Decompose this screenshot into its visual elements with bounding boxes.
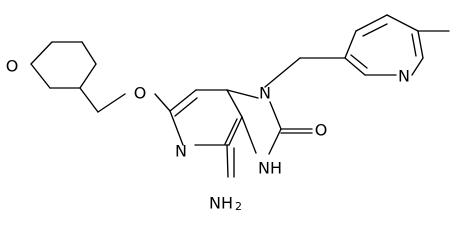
bond <box>362 23 388 37</box>
amino-subscript-label: 2 <box>235 200 242 213</box>
ring-nh-label: NH <box>258 159 282 178</box>
bond <box>344 30 357 59</box>
bond <box>97 93 126 113</box>
bond <box>268 128 282 155</box>
ether-oxygen-label: O <box>134 84 147 103</box>
bond <box>269 101 282 130</box>
bond <box>411 57 424 76</box>
bond <box>411 33 417 57</box>
bond <box>79 63 97 89</box>
chemical-structure-diagram: O O N N NH O NH 2 N <box>5 14 450 214</box>
bond <box>241 116 257 154</box>
bond <box>344 57 366 76</box>
bond <box>30 41 53 65</box>
carbonyl-oxygen-label: O <box>315 121 328 140</box>
methylpyridine-nitrogen-label: N <box>398 67 410 86</box>
pyridine-nitrogen-label: N <box>175 142 187 161</box>
bond <box>228 116 243 146</box>
bond <box>226 144 229 178</box>
amino-group-label: NH <box>209 194 233 213</box>
bond <box>154 93 171 112</box>
atom-label-layer: O O N N NH O NH 2 N <box>6 57 410 214</box>
bond <box>355 14 388 32</box>
bond <box>169 89 197 112</box>
bond <box>226 89 243 118</box>
bond <box>174 97 198 117</box>
ring-nitrogen-label: N <box>259 84 271 103</box>
molecule-svg: O O N N NH O NH 2 N <box>6 14 450 214</box>
bond <box>417 30 424 59</box>
bond <box>350 54 368 69</box>
bond <box>264 57 301 88</box>
bond <box>30 63 51 89</box>
pyran-oxygen-label: O <box>6 57 19 76</box>
bond <box>79 87 99 113</box>
bond <box>224 118 238 145</box>
bond <box>81 41 97 65</box>
bond-layer <box>30 14 450 178</box>
bond <box>169 110 184 146</box>
bond <box>226 89 259 99</box>
bond <box>386 14 419 32</box>
